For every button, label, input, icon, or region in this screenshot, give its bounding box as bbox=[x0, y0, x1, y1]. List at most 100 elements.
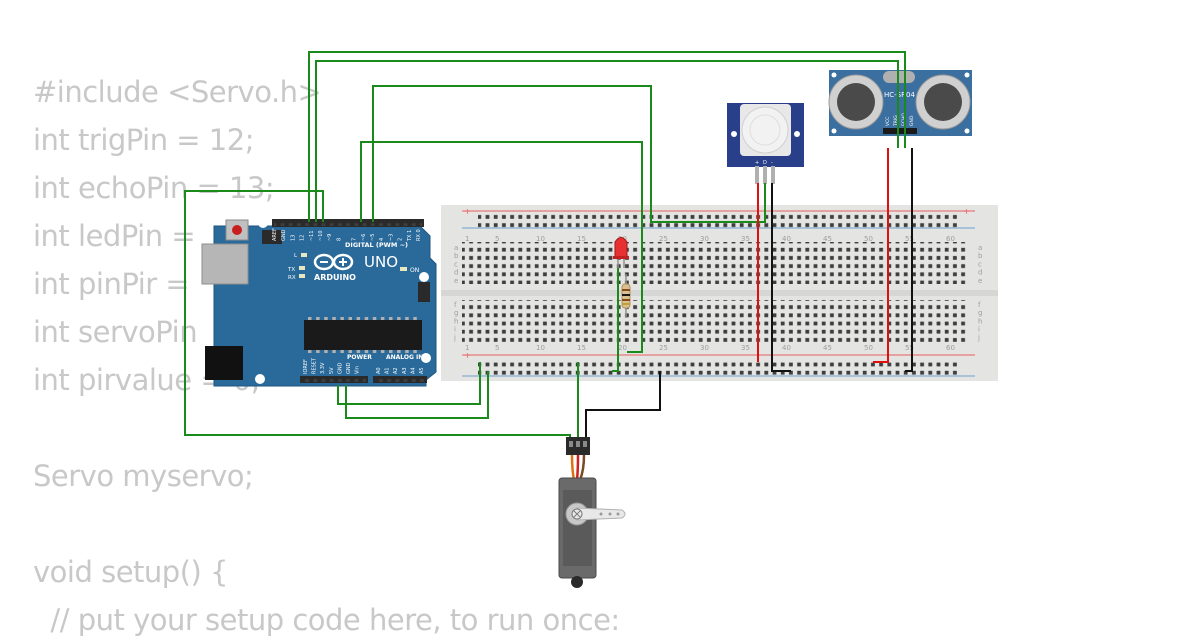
ultrasonic-mount-hole bbox=[831, 72, 837, 78]
digital-pin-label: 4 bbox=[379, 238, 385, 241]
row-label: e bbox=[454, 277, 458, 285]
tx-led bbox=[299, 266, 305, 270]
chip-leg bbox=[308, 317, 312, 320]
column-label: 50 bbox=[864, 344, 873, 352]
power-pin-label: GND bbox=[346, 362, 352, 374]
chip-leg bbox=[332, 317, 336, 320]
chip-leg bbox=[372, 317, 377, 320]
resistor bbox=[621, 274, 631, 318]
column-label: 10 bbox=[536, 235, 545, 243]
row-label: a bbox=[454, 244, 458, 252]
wire-ultrasonic-vcc bbox=[873, 148, 889, 363]
code-line: int servoPin bbox=[33, 315, 198, 349]
ultrasonic-header bbox=[883, 128, 917, 134]
pir-fresnel-dome bbox=[741, 106, 789, 154]
row-label: i bbox=[978, 326, 980, 334]
analog-pin-label: A3 bbox=[402, 367, 408, 374]
mount-hole bbox=[421, 353, 431, 363]
top-rail-holes bbox=[478, 212, 960, 228]
chip-leg bbox=[364, 317, 369, 320]
wire-led bbox=[360, 141, 643, 353]
rx-led-label: RX bbox=[288, 275, 296, 281]
analog-header-label: ANALOG IN bbox=[386, 354, 423, 361]
rail-plus-label-bottom: + bbox=[464, 351, 471, 360]
power-pin-label: RESET bbox=[312, 357, 318, 374]
servo-mount-tab bbox=[571, 576, 583, 588]
wire-trig bbox=[315, 60, 899, 222]
row-label: j bbox=[453, 334, 456, 342]
code-line: int ledPin = bbox=[33, 219, 204, 253]
column-label: 60 bbox=[946, 235, 955, 243]
row-label: h bbox=[454, 317, 458, 325]
icsp-header bbox=[262, 230, 282, 244]
resistor-band bbox=[622, 303, 630, 305]
servo-connector-pin bbox=[576, 441, 580, 447]
digital-pin-label: AREF bbox=[272, 228, 278, 241]
column-label: 35 bbox=[741, 235, 750, 243]
chip-leg bbox=[380, 350, 385, 353]
wire-servo-signal bbox=[184, 190, 571, 442]
icsp-header-right bbox=[418, 282, 430, 302]
pir-sensor: +D- bbox=[727, 103, 804, 184]
chip-leg bbox=[324, 350, 328, 353]
code-line: void setup() { bbox=[33, 555, 228, 589]
ultrasonic-mount-hole bbox=[964, 72, 970, 78]
ultrasonic-transmitter-mesh bbox=[837, 83, 875, 121]
row-label: f bbox=[454, 301, 457, 309]
row-label: b bbox=[978, 252, 983, 260]
mount-hole bbox=[419, 272, 429, 282]
servo-horn-hole bbox=[616, 512, 620, 516]
power-pin-label: GND bbox=[337, 362, 343, 374]
chip-leg bbox=[332, 350, 336, 353]
row-label: g bbox=[978, 309, 982, 317]
column-label: 45 bbox=[823, 235, 832, 243]
row-label: f bbox=[978, 301, 981, 309]
analog-pin-label: A2 bbox=[393, 367, 399, 374]
rx-led bbox=[299, 274, 305, 278]
servo-connector-pin bbox=[583, 441, 587, 447]
ultrasonic-pin-label: VCC bbox=[885, 117, 891, 126]
atmega-chip bbox=[304, 320, 422, 350]
wire-ultrasonic-gnd bbox=[905, 148, 913, 372]
column-label: 50 bbox=[864, 235, 873, 243]
on-led bbox=[400, 267, 407, 271]
on-led-label: ON bbox=[410, 267, 419, 274]
chip-leg bbox=[389, 350, 393, 353]
ultrasonic-pin-label: GND bbox=[909, 115, 915, 126]
usb-connector bbox=[201, 243, 249, 285]
servo-wire-signal bbox=[570, 454, 576, 481]
digital-pin-label: 8 bbox=[336, 238, 342, 241]
column-label: 1 bbox=[465, 344, 469, 352]
digital-header-pins bbox=[274, 220, 422, 226]
digital-pin-label: ~10 bbox=[318, 230, 324, 241]
servo-wire-power bbox=[575, 454, 580, 481]
chip-leg bbox=[405, 350, 409, 353]
code-line: #include <Servo.h> bbox=[33, 75, 322, 109]
bottom-terminal-holes bbox=[462, 300, 966, 342]
column-label: 25 bbox=[659, 235, 668, 243]
chip-leg bbox=[340, 350, 344, 353]
column-label: 5 bbox=[495, 344, 499, 352]
pir-dome-ring bbox=[749, 114, 781, 146]
chip-leg bbox=[316, 350, 320, 353]
power-header-label: POWER bbox=[347, 354, 372, 361]
mount-hole bbox=[258, 218, 268, 228]
digital-pin-label: GND bbox=[281, 229, 287, 241]
chip-leg bbox=[308, 350, 312, 353]
row-label: a bbox=[978, 244, 982, 252]
row-label: d bbox=[454, 269, 458, 277]
wire-echo bbox=[308, 51, 906, 222]
power-pin-label: IOREF bbox=[303, 359, 309, 374]
arduino-model-label: UNO bbox=[364, 253, 398, 271]
column-label: 15 bbox=[577, 344, 586, 352]
digital-pin-label: ~11 bbox=[309, 230, 315, 241]
row-label: h bbox=[978, 317, 982, 325]
ultrasonic-mount-hole bbox=[964, 128, 970, 134]
servo-horn-hole bbox=[599, 512, 603, 516]
